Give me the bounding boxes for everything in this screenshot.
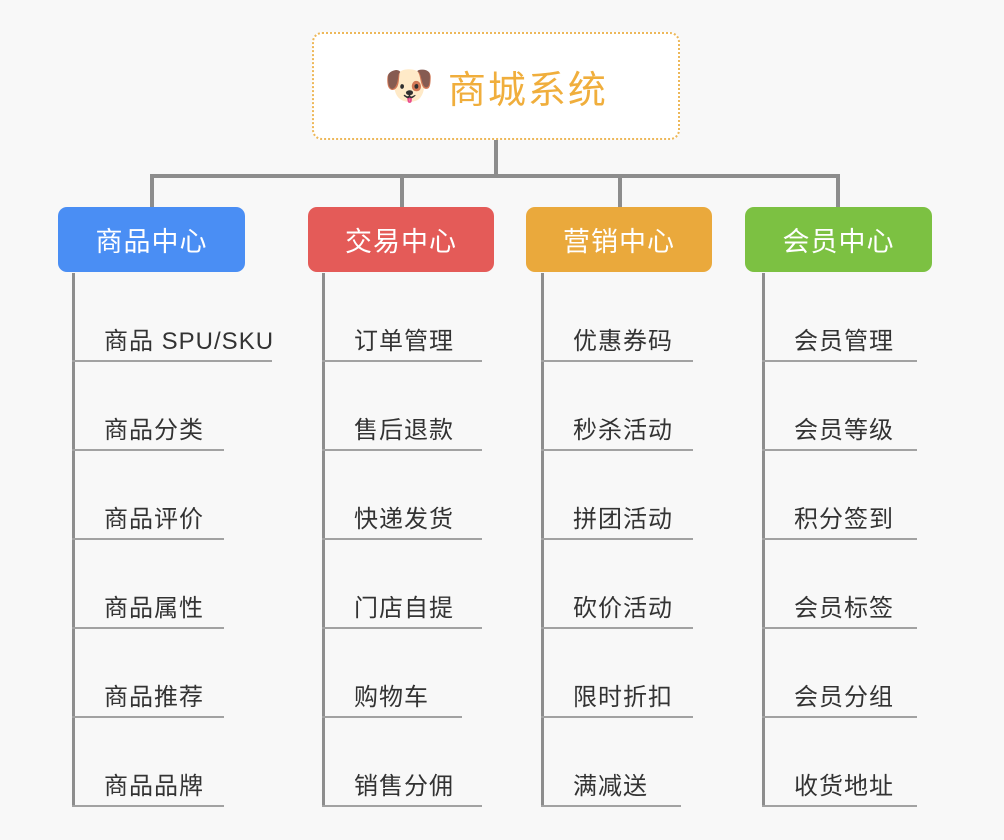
- leaf-item[interactable]: 会员分组: [762, 629, 957, 718]
- connector-horizontal-bus: [150, 174, 840, 178]
- leaf-item-label: 售后退款: [354, 417, 454, 444]
- leaf-item[interactable]: 售后退款: [322, 362, 522, 451]
- leaf-item[interactable]: 快递发货: [322, 451, 522, 540]
- leaf-item-label: 秒杀活动: [573, 417, 673, 444]
- leaf-item[interactable]: 收货地址: [762, 718, 957, 807]
- leaf-item-underline: [762, 805, 917, 807]
- connector-drop-2: [400, 174, 404, 208]
- leaf-item[interactable]: 优惠券码: [541, 273, 733, 362]
- leaf-item-label: 商品属性: [104, 595, 204, 622]
- leaf-item-label: 积分签到: [794, 506, 894, 533]
- connector-drop-3: [618, 174, 622, 208]
- leaf-item[interactable]: 商品属性: [72, 540, 264, 629]
- branch-box-member-center[interactable]: 会员中心: [745, 207, 932, 272]
- leaf-item-underline: [541, 449, 693, 451]
- leaf-item-underline: [541, 360, 693, 362]
- leaf-item-label: 会员分组: [794, 684, 894, 711]
- leaf-item-label: 门店自提: [354, 595, 454, 622]
- leaf-item-label: 商品评价: [104, 506, 204, 533]
- branch-label: 交易中心: [345, 227, 457, 257]
- leaf-item[interactable]: 会员等级: [762, 362, 957, 451]
- leaf-item-underline: [762, 538, 917, 540]
- leaf-trunk-line: [322, 273, 325, 807]
- leaf-item-label: 销售分佣: [354, 773, 454, 800]
- leaf-item[interactable]: 订单管理: [322, 273, 522, 362]
- leaf-item-underline: [541, 716, 693, 718]
- leaf-item-underline: [72, 538, 224, 540]
- leaf-item-underline: [541, 627, 693, 629]
- leaf-item-underline: [541, 538, 693, 540]
- leaf-trunk-line: [72, 273, 75, 807]
- shiba-dog-face-icon: 🐶: [384, 64, 434, 108]
- leaf-item-label: 满减送: [573, 773, 648, 800]
- leaf-item-underline: [541, 805, 681, 807]
- leaf-item-label: 商品推荐: [104, 684, 204, 711]
- leaf-item-label: 收货地址: [794, 773, 894, 800]
- leaf-item-label: 限时折扣: [573, 684, 673, 711]
- leaf-item-underline: [762, 716, 917, 718]
- leaf-item-label: 购物车: [354, 684, 429, 711]
- leaf-item[interactable]: 秒杀活动: [541, 362, 733, 451]
- leaf-item-label: 拼团活动: [573, 506, 673, 533]
- leaf-item-underline: [72, 360, 272, 362]
- leaf-item[interactable]: 积分签到: [762, 451, 957, 540]
- leaf-item-underline: [72, 449, 224, 451]
- root-node[interactable]: 🐶 商城系统: [312, 32, 680, 140]
- branch-box-marketing-center[interactable]: 营销中心: [526, 207, 712, 272]
- leaf-item-label: 砍价活动: [573, 595, 673, 622]
- leaf-item[interactable]: 门店自提: [322, 540, 522, 629]
- branch-box-trade-center[interactable]: 交易中心: [308, 207, 494, 272]
- leaf-item[interactable]: 购物车: [322, 629, 502, 718]
- leaf-item-label: 会员管理: [794, 328, 894, 355]
- leaf-item-underline: [322, 538, 482, 540]
- leaf-item-underline: [322, 449, 482, 451]
- leaf-item-underline: [72, 805, 224, 807]
- leaf-item-label: 商品 SPU/SKU: [104, 328, 275, 355]
- leaf-item[interactable]: 商品评价: [72, 451, 264, 540]
- leaf-item-label: 会员标签: [794, 595, 894, 622]
- leaf-item[interactable]: 会员管理: [762, 273, 957, 362]
- connector-root-stem: [494, 140, 498, 176]
- branch-label: 会员中心: [782, 227, 895, 257]
- leaf-item[interactable]: 商品品牌: [72, 718, 264, 807]
- leaf-item-underline: [762, 360, 917, 362]
- root-title: 商城系统: [447, 69, 608, 112]
- leaf-item-underline: [72, 627, 224, 629]
- leaf-item[interactable]: 满减送: [541, 718, 721, 807]
- leaf-item[interactable]: 商品推荐: [72, 629, 264, 718]
- leaf-item-underline: [762, 627, 917, 629]
- leaf-trunk-line: [762, 273, 765, 807]
- leaf-item[interactable]: 商品分类: [72, 362, 264, 451]
- leaf-item-label: 会员等级: [794, 417, 894, 444]
- leaf-item[interactable]: 限时折扣: [541, 629, 733, 718]
- leaf-item-underline: [322, 716, 462, 718]
- leaf-item-underline: [322, 627, 482, 629]
- leaf-item[interactable]: 销售分佣: [322, 718, 522, 807]
- leaf-item-underline: [762, 449, 917, 451]
- connector-drop-4: [836, 174, 840, 208]
- connector-drop-1: [150, 174, 154, 208]
- branch-label: 营销中心: [563, 227, 675, 257]
- leaf-item[interactable]: 砍价活动: [541, 540, 733, 629]
- leaf-item-label: 商品品牌: [104, 773, 204, 800]
- leaf-item-underline: [72, 716, 224, 718]
- leaf-item-label: 快递发货: [354, 506, 454, 533]
- leaf-item[interactable]: 会员标签: [762, 540, 957, 629]
- leaf-item-label: 优惠券码: [573, 328, 673, 355]
- leaf-item[interactable]: 拼团活动: [541, 451, 733, 540]
- branch-label: 商品中心: [95, 227, 208, 257]
- leaf-item-underline: [322, 805, 482, 807]
- leaf-item-label: 商品分类: [104, 417, 204, 444]
- leaf-trunk-line: [541, 273, 544, 807]
- leaf-item[interactable]: 商品 SPU/SKU: [72, 273, 312, 362]
- branch-box-product-center[interactable]: 商品中心: [58, 207, 245, 272]
- leaf-item-label: 订单管理: [354, 328, 454, 355]
- leaf-item-underline: [322, 360, 482, 362]
